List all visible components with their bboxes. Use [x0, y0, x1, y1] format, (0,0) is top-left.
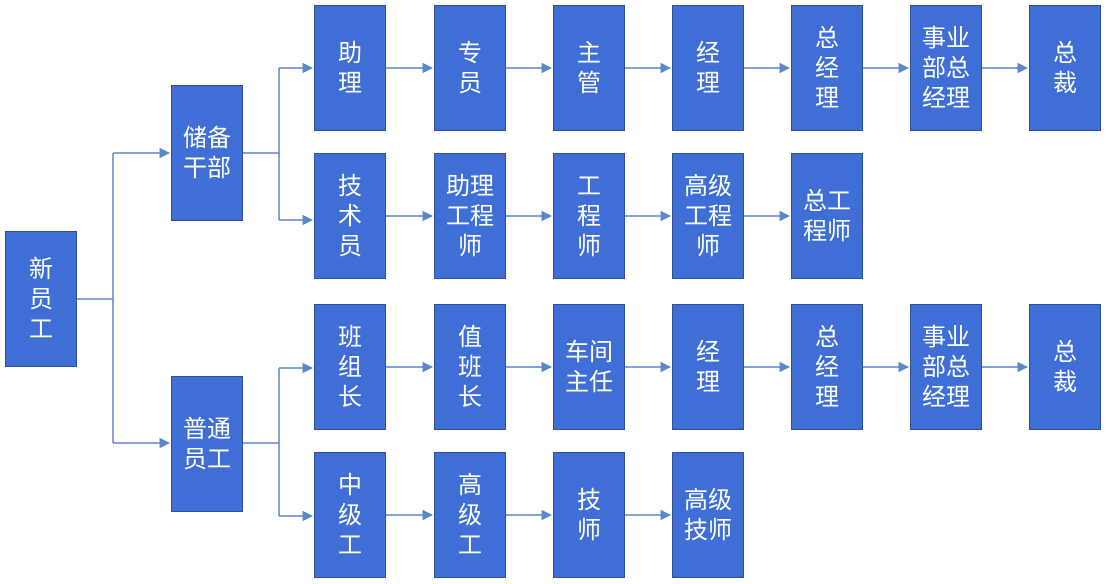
mgmt-step-2: 专员 — [434, 5, 506, 131]
prod-step-4: 经理 — [672, 304, 744, 430]
node-regular-employee: 普通员工 — [171, 376, 243, 512]
skill-step-2: 高级工 — [434, 452, 506, 578]
skill-step-4: 高级技师 — [672, 452, 744, 578]
prod-step-5: 总经理 — [791, 304, 863, 430]
mgmt-step-1: 助理 — [314, 5, 386, 131]
tech-step-3: 工程师 — [553, 153, 625, 279]
tech-step-5: 总工程师 — [791, 153, 863, 279]
tech-step-4: 高级工程师 — [672, 153, 744, 279]
skill-step-3: 技师 — [553, 452, 625, 578]
mgmt-step-4: 经理 — [672, 5, 744, 131]
mgmt-step-6: 事业部总经理 — [910, 5, 982, 131]
skill-step-1: 中级工 — [314, 452, 386, 578]
tech-step-1: 技术员 — [314, 153, 386, 279]
prod-step-7: 总裁 — [1029, 304, 1101, 430]
prod-step-1: 班组长 — [314, 304, 386, 430]
mgmt-step-3: 主管 — [553, 5, 625, 131]
prod-step-3: 车间主任 — [553, 304, 625, 430]
node-new-employee: 新员工 — [5, 231, 77, 367]
prod-step-2: 值班长 — [434, 304, 506, 430]
mgmt-step-7: 总裁 — [1029, 5, 1101, 131]
mgmt-step-5: 总经理 — [791, 5, 863, 131]
prod-step-6: 事业部总经理 — [910, 304, 982, 430]
tech-step-2: 助理工程师 — [434, 153, 506, 279]
node-reserve-cadre: 储备干部 — [171, 85, 243, 221]
